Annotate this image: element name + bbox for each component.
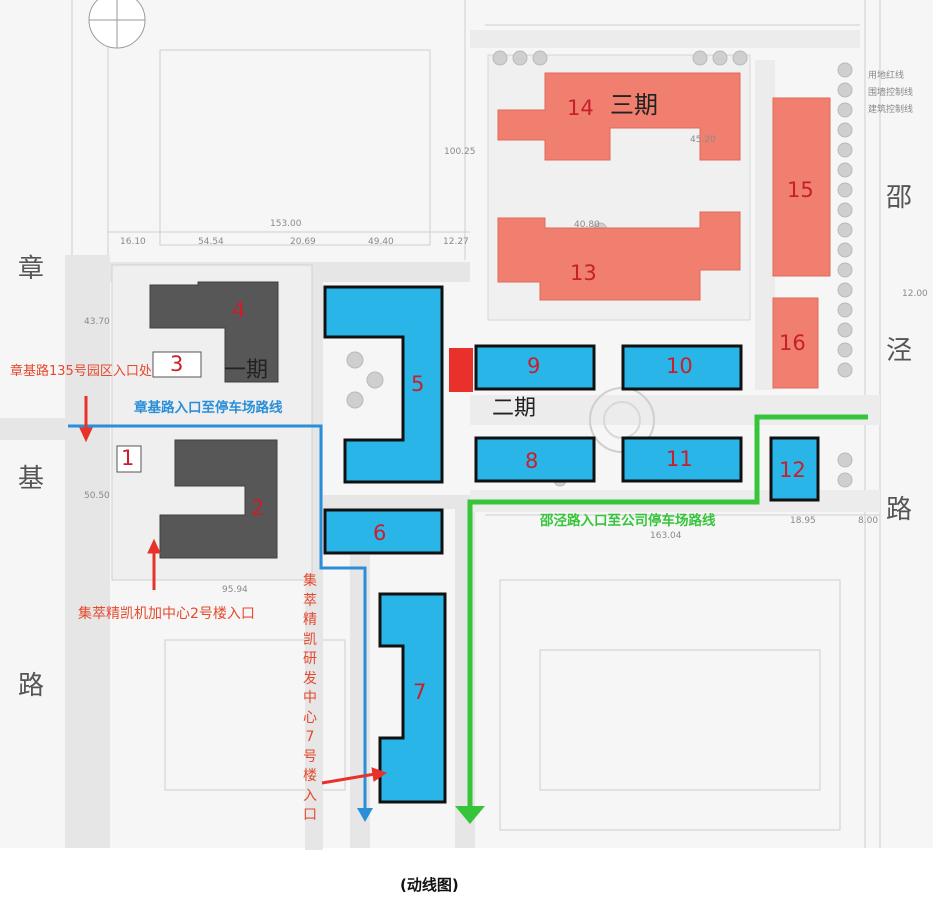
dim-95-94: 95.94 xyxy=(222,585,248,595)
dim-12-27: 12.27 xyxy=(443,237,469,247)
phase3-label: 三期 xyxy=(610,91,658,119)
building-2-label: 2 xyxy=(251,496,265,520)
building-14-label: 14 xyxy=(567,96,594,120)
figure-caption: (动线图) xyxy=(400,876,459,894)
building-16 xyxy=(772,297,819,389)
building-12 xyxy=(769,436,820,502)
building-1-label: 1 xyxy=(121,446,135,470)
dim-45-20: 45.20 xyxy=(690,135,716,145)
building-11 xyxy=(621,436,743,483)
building-7 xyxy=(378,592,447,804)
blue-route-arrowhead xyxy=(357,808,373,822)
legend-building-line: 建筑控制线 xyxy=(868,105,914,115)
building-13 xyxy=(497,211,741,301)
building-7-label: 7 xyxy=(413,680,427,704)
road-zhangji-char-3: 路 xyxy=(18,671,45,701)
dim-100-25: 100.25 xyxy=(444,147,476,157)
roads xyxy=(0,30,880,850)
phase3-buildings xyxy=(497,72,831,389)
building-11-label: 11 xyxy=(666,447,693,471)
dim-18-95: 18.95 xyxy=(790,516,816,526)
building-8-label: 8 xyxy=(525,449,539,473)
building-2-entrance-note: 集萃精凯机加中心2号楼入口 xyxy=(78,606,255,622)
dim-153: 153.00 xyxy=(270,219,302,229)
building-8 xyxy=(474,436,596,483)
building-14 xyxy=(497,72,741,161)
road-zhangji-char-2: 基 xyxy=(18,464,45,494)
legend-red-line: 用地红线 xyxy=(868,71,905,81)
phase1-label: 一期 xyxy=(224,358,269,383)
dim-40-80: 40.80 xyxy=(574,220,600,230)
building-15-label: 15 xyxy=(787,178,814,202)
building-1-box xyxy=(116,445,142,473)
green-route-label: 邵泾路入口至公司停车场路线 xyxy=(540,513,716,529)
dim-8-00: 8.00 xyxy=(858,516,879,526)
phase2-label: 二期 xyxy=(492,396,537,421)
red-marker xyxy=(449,348,473,392)
building-12-label: 12 xyxy=(779,458,806,482)
building-4 xyxy=(149,281,279,383)
building-2 xyxy=(159,439,278,559)
dim-50-50: 50.50 xyxy=(84,491,110,501)
road-shaojing-char-1: 邵 xyxy=(886,183,913,213)
dim-49-40: 49.40 xyxy=(368,237,394,247)
north-arrow xyxy=(88,0,146,49)
building-3-label: 3 xyxy=(170,352,184,376)
building-15 xyxy=(772,97,831,277)
building-10 xyxy=(621,344,743,391)
building-16-label: 16 xyxy=(779,331,806,355)
road-zhangji-char-1: 章 xyxy=(18,254,45,284)
park-entrance-note: 章基路135号园区入口处 xyxy=(10,364,152,379)
building-10-label: 10 xyxy=(666,354,693,378)
building-3-box xyxy=(152,351,202,378)
green-route-arrowhead xyxy=(455,806,485,824)
phase1-buildings xyxy=(149,281,279,559)
building-6-label: 6 xyxy=(373,521,387,545)
building-9-label: 9 xyxy=(527,354,541,378)
building-4-label: 4 xyxy=(232,298,246,322)
building-5 xyxy=(323,285,444,484)
dim-43-70: 43.70 xyxy=(84,317,110,327)
blue-route-label: 章基路入口至停车场路线 xyxy=(134,400,283,416)
red-arrows xyxy=(79,396,388,785)
dim-16-10: 16.10 xyxy=(120,237,146,247)
legend-wall-line: 围墙控制线 xyxy=(868,88,914,98)
dim-20-69: 20.69 xyxy=(290,237,316,247)
building-9 xyxy=(474,344,596,391)
blue-route-line xyxy=(68,424,367,812)
phase2-buildings xyxy=(323,285,820,804)
building-13-label: 13 xyxy=(570,261,597,285)
dim-163-04: 163.04 xyxy=(650,531,682,541)
building-7-entrance-note: 集萃精凯研发中心7号楼入口 xyxy=(303,573,317,823)
dim-12-00: 12.00 xyxy=(902,289,928,299)
road-shaojing-char-3: 路 xyxy=(886,495,913,525)
road-shaojing-char-2: 泾 xyxy=(886,336,913,366)
building-5-label: 5 xyxy=(411,372,425,396)
dim-54-54: 54.54 xyxy=(198,237,224,247)
building-6 xyxy=(323,508,444,555)
green-route-line xyxy=(467,414,868,812)
